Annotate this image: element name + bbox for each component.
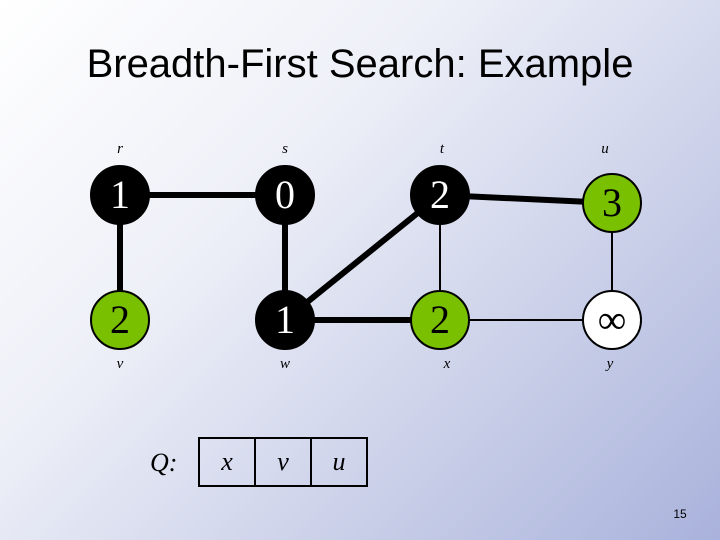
vertex-w: 1: [255, 290, 315, 350]
vertex-r: 1: [90, 165, 150, 225]
queue-label: Q:: [150, 448, 178, 477]
slide-title: Breadth-First Search: Example: [86, 42, 634, 86]
vertex-v: 2: [90, 290, 150, 350]
vertex-label-u: u: [601, 141, 609, 157]
queue-cell: v: [254, 439, 310, 485]
vertex-s: 0: [255, 165, 315, 225]
vertex-u: 3: [582, 173, 642, 233]
vertex-t: 2: [410, 165, 470, 225]
vertex-y: ∞: [582, 290, 642, 350]
queue-cell: x: [221, 447, 233, 476]
vertex-label-x: x: [443, 356, 451, 372]
vertex-label-v: v: [116, 356, 124, 372]
page-number: 15: [673, 507, 687, 521]
vertex-label-r: r: [117, 141, 123, 157]
vertex-label-s: s: [282, 141, 288, 157]
vertex-label-t: t: [439, 141, 445, 157]
edge-w-t: [283, 192, 442, 323]
queue-cell: u: [310, 439, 366, 485]
vertex-x: 2: [410, 290, 470, 350]
queue: x v u: [198, 437, 368, 487]
vertex-label-w: w: [279, 356, 290, 372]
vertex-label-y: y: [606, 356, 614, 372]
